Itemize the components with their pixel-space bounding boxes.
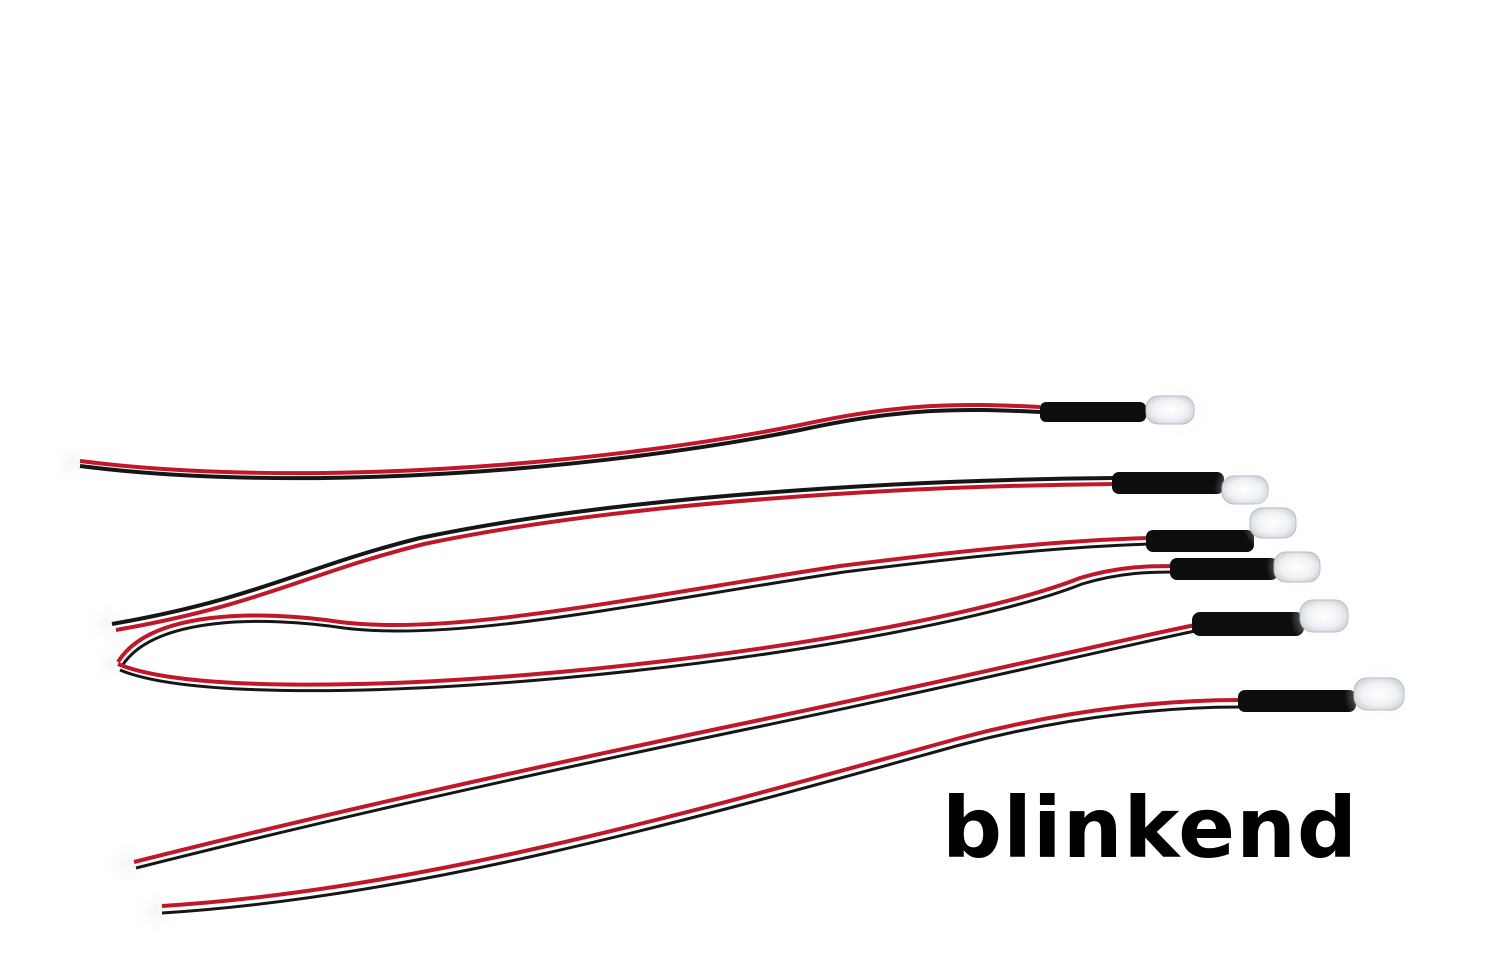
wire-end-glow	[102, 838, 154, 890]
wire-red	[115, 482, 1116, 632]
wire-end-glow	[82, 598, 134, 650]
wire-red	[116, 536, 1151, 664]
led-wire-6	[130, 658, 1416, 938]
led-wire-4	[117, 534, 1330, 693]
shrink-tube	[1040, 402, 1146, 422]
led-wire-5	[102, 582, 1358, 890]
caption-text: blinkend	[942, 779, 1359, 877]
shrink-tube	[1238, 690, 1356, 712]
wire-red	[79, 402, 1041, 476]
shrink-tube	[1192, 612, 1304, 636]
shrink-tube	[1112, 472, 1224, 494]
led-wire-1	[48, 376, 1214, 487]
led-icon	[1299, 599, 1349, 633]
wire-red	[117, 564, 1176, 687]
wire-red	[161, 698, 1241, 908]
led-icon	[1145, 395, 1195, 425]
led-wire-2	[82, 458, 1278, 650]
wire-red	[133, 622, 1201, 864]
wire-black	[79, 407, 1041, 481]
led-icon	[1249, 507, 1297, 539]
wire-black	[161, 705, 1241, 915]
shrink-tube	[1170, 558, 1278, 580]
wire-black	[119, 570, 1176, 693]
led-icon	[1273, 551, 1321, 583]
wire-end-glow	[130, 886, 182, 938]
wire-black	[120, 542, 1151, 667]
wire-black	[111, 476, 1116, 626]
wire-end-glow	[48, 439, 96, 487]
wire-black	[135, 628, 1201, 870]
led-icon	[1353, 677, 1405, 711]
shrink-tube	[1146, 530, 1254, 552]
